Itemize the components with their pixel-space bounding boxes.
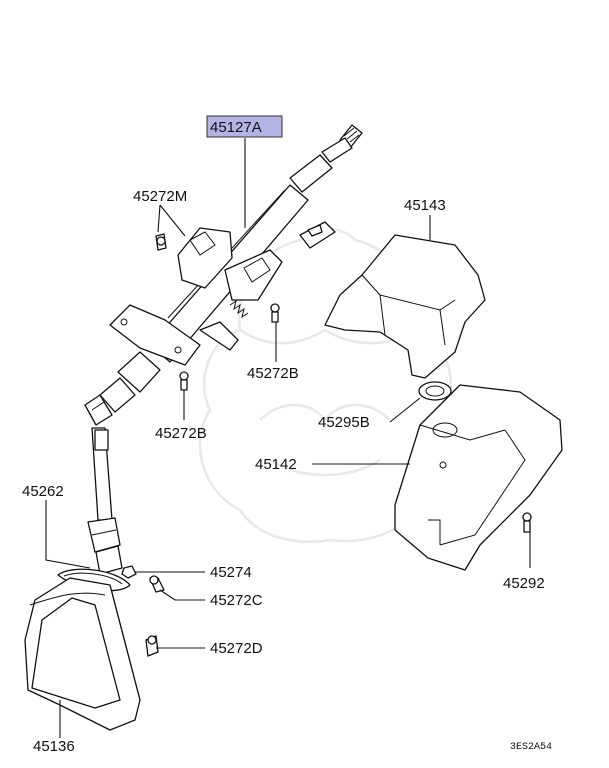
label-45143[interactable]: 45143 [404,197,446,214]
boot-45136[interactable] [24,577,141,731]
highlight-box [206,115,283,138]
label-45272C[interactable]: 45272C [210,592,263,609]
label-45136[interactable]: 45136 [33,738,75,755]
steering-column-45127A[interactable] [84,124,363,575]
label-45272D[interactable]: 45272D [210,640,263,657]
screw-45292[interactable] [522,512,532,533]
drawing-code: 3ES2A54 [510,742,552,753]
bolt-45272B-lower[interactable] [179,371,189,391]
leader-lines [45,138,531,738]
bolt-45272D[interactable] [145,635,159,657]
label-45127A[interactable]: 45127A [210,119,262,136]
bolt-45272C[interactable] [149,575,165,593]
grommet-45295B[interactable] [418,381,452,401]
label-45274[interactable]: 45274 [210,564,252,581]
label-45292[interactable]: 45292 [503,575,545,592]
label-45272B-upper[interactable]: 45272B [247,365,299,382]
nut-45274[interactable] [121,565,137,579]
column-cover-lower-45142[interactable] [394,384,563,571]
label-45262[interactable]: 45262 [22,483,64,500]
label-45295B[interactable]: 45295B [318,414,370,431]
bolt-45272B-upper[interactable] [270,303,280,323]
label-45272B-lower[interactable]: 45272B [155,425,207,442]
column-cover-upper-45143[interactable] [324,234,486,379]
bolt-45272M[interactable] [155,233,167,251]
label-45142[interactable]: 45142 [255,456,297,473]
label-45272M[interactable]: 45272M [133,188,187,205]
